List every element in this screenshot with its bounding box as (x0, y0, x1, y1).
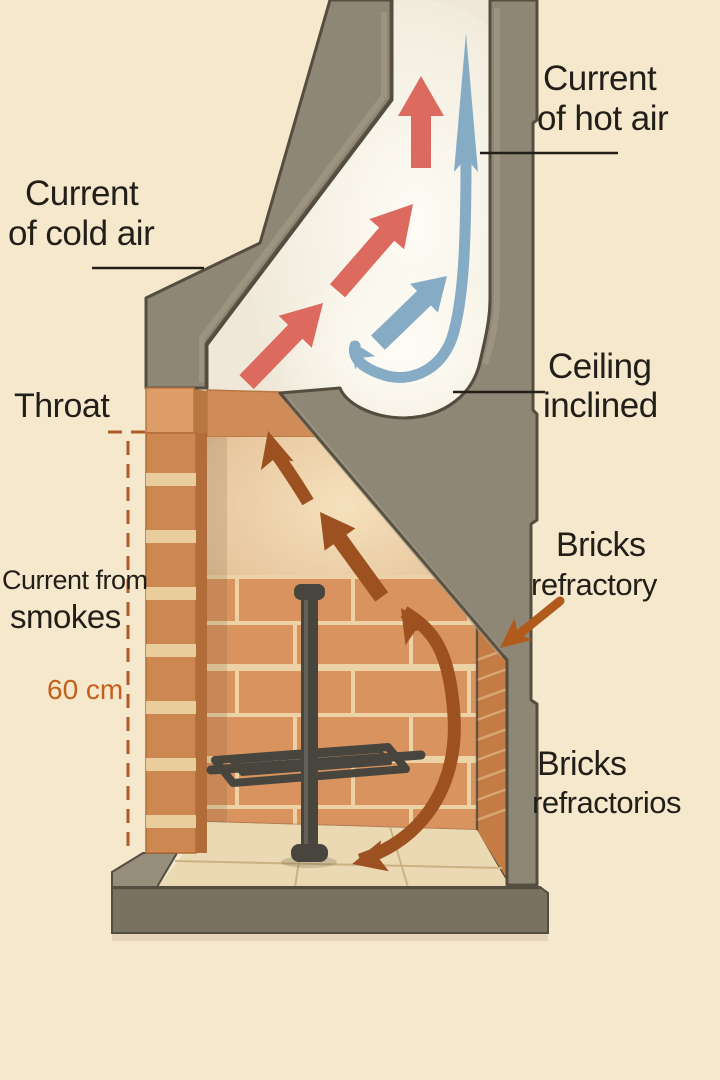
label-bricks-refractory: Bricks refractory (531, 526, 658, 602)
svg-text:Bricks: Bricks (537, 745, 627, 783)
svg-text:of cold air: of cold air (8, 214, 155, 253)
svg-text:inclined: inclined (543, 386, 658, 425)
hearth-floor (158, 822, 510, 888)
smoke-arrow-3-head-top (401, 608, 433, 646)
throat-lintel (145, 387, 207, 434)
andiron-top-knob (294, 584, 325, 600)
red-arrow-bottom (239, 303, 323, 390)
svg-text:60 cm: 60 cm (47, 674, 123, 705)
svg-text:Ceiling: Ceiling (548, 347, 652, 386)
label-ceiling-inclined: Ceiling inclined (543, 347, 658, 425)
red-arrow-middle (330, 204, 413, 298)
bricks-refractory-pointer (500, 596, 565, 648)
label-measurement-60cm: 60 cm (47, 674, 123, 705)
svg-text:Current: Current (543, 59, 657, 98)
svg-text:Throat: Throat (14, 387, 110, 425)
leader-lines (92, 151, 618, 855)
label-current-from-smokes: Current from smokes (2, 565, 148, 635)
svg-text:smokes: smokes (10, 598, 121, 635)
blue-curve-head (351, 341, 376, 370)
andiron-foot (291, 844, 328, 862)
inclined-ceiling-and-right-wall (278, 0, 539, 887)
blue-curve (349, 154, 472, 383)
label-throat: Throat (14, 387, 111, 425)
smoke-arrow-2 (320, 512, 389, 602)
hot-air-arrows (349, 33, 478, 383)
andiron-pole (301, 596, 318, 852)
svg-text:refractory: refractory (531, 567, 658, 602)
smoke-arrows (260, 431, 461, 872)
chimney-left-wall (144, 0, 394, 390)
svg-text:refractorios: refractorios (532, 785, 681, 820)
red-arrow-top (398, 76, 444, 168)
brick-jamb-column (145, 432, 207, 854)
smoke-arrow-3-shaft (357, 606, 461, 867)
svg-text:Bricks: Bricks (556, 526, 646, 564)
jamb-mortar-bands (146, 473, 196, 828)
smoke-arrow-3-head-bottom (352, 840, 389, 872)
labels: Current of cold air Current of hot air C… (2, 59, 682, 820)
svg-text:of hot air: of hot air (537, 99, 669, 138)
label-cold-air: Current of cold air (8, 174, 156, 253)
base-plinth (111, 852, 549, 941)
blue-arrow-short (370, 276, 447, 350)
andiron-grate (206, 584, 426, 868)
label-hot-air: Current of hot air (537, 59, 670, 138)
svg-text:Current from: Current from (2, 565, 148, 595)
svg-text:Current: Current (25, 174, 139, 213)
blue-spike-head (454, 33, 478, 172)
grate-tray-outer (211, 743, 410, 787)
refractory-bricks-face (207, 575, 477, 830)
smoke-arrow-1-head (260, 431, 294, 471)
cold-air-rising-arrows (239, 76, 444, 390)
label-bricks-refractorios: Bricks refractorios (532, 745, 682, 820)
